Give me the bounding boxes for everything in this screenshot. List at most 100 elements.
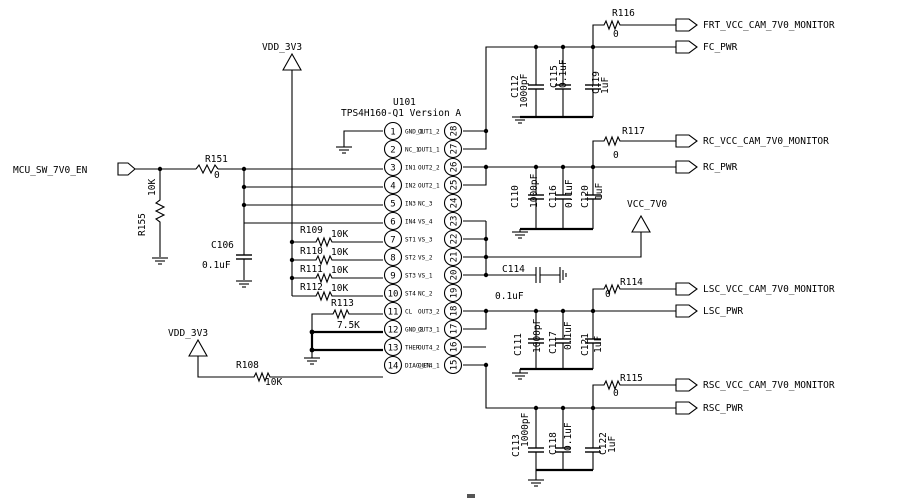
pin-name: OUT1_2 [418, 129, 440, 136]
svg-text:0.1uF: 0.1uF [563, 422, 574, 451]
rsc-monitor-port[interactable] [675, 378, 698, 392]
pin-1: 1 GND_1 [383, 121, 423, 141]
fc-pwr-port[interactable] [675, 40, 698, 54]
svg-text:0.1uF: 0.1uF [495, 291, 524, 302]
rc-pwr-port[interactable] [675, 160, 698, 174]
svg-text:3: 3 [390, 164, 395, 174]
svg-text:C120: C120 [580, 185, 591, 208]
capacitor-c114 [535, 267, 541, 283]
svg-text:C116: C116 [548, 185, 559, 208]
svg-text:C110: C110 [510, 185, 521, 208]
vdd-top-label: VDD_3V3 [262, 42, 302, 53]
mcu-en-label: MCU_SW_7V0_EN [13, 165, 88, 176]
lsc-pwr-port[interactable] [675, 304, 698, 318]
resistor-r109 [292, 236, 383, 248]
svg-text:0.1uF: 0.1uF [558, 59, 569, 88]
svg-text:19: 19 [450, 288, 460, 299]
pin-name: GND_2 [405, 327, 423, 334]
svg-text:28: 28 [450, 126, 460, 137]
svg-text:R110: R110 [300, 246, 323, 257]
pin-15: 15 OUT4_1 [418, 355, 463, 375]
svg-text:C111: C111 [513, 333, 524, 356]
vdd-bottom-symbol [188, 338, 208, 357]
svg-text:20: 20 [450, 270, 460, 281]
svg-text:26: 26 [450, 162, 460, 173]
svg-text:R117: R117 [622, 126, 645, 137]
svg-text:0: 0 [613, 29, 619, 40]
svg-text:17: 17 [450, 324, 460, 335]
pin-name: IN3 [405, 201, 416, 208]
lsc-monitor-label: LSC_VCC_CAM_7V0_MONITOR [703, 284, 835, 295]
svg-text:R115: R115 [620, 373, 643, 384]
pin-name: OUT3_1 [418, 327, 440, 334]
svg-text:1uF: 1uF [594, 183, 605, 200]
pin-name: GND_1 [405, 129, 423, 136]
ic-part: TPS4H160-Q1 Version A [341, 108, 461, 119]
svg-text:10K: 10K [331, 283, 348, 294]
pin-name: OUT4_1 [418, 363, 440, 370]
pin-17: 17 OUT3_1 [418, 319, 463, 339]
svg-text:0: 0 [613, 388, 619, 399]
ic-ref: U101 [393, 97, 416, 108]
svg-text:R111: R111 [300, 264, 323, 275]
pin-name: IN4 [405, 219, 416, 226]
svg-text:0.1uF: 0.1uF [563, 321, 574, 350]
svg-text:R116: R116 [612, 8, 635, 19]
pin-name: OUT4_2 [418, 345, 440, 352]
rsc-pwr-port[interactable] [675, 401, 698, 415]
ground-symbol [335, 146, 353, 154]
pin-name: OUT2_2 [418, 165, 440, 172]
lsc-monitor-port[interactable] [675, 282, 698, 296]
pin-28: 28 OUT1_2 [418, 121, 463, 141]
rc-monitor-label: RC_VCC_CAM_7V0_MONITOR [703, 136, 829, 147]
pin-name: NC_3 [418, 201, 433, 208]
resistor-r155 [154, 169, 166, 257]
svg-text:15: 15 [450, 360, 460, 371]
svg-text:0: 0 [613, 150, 619, 161]
svg-text:5: 5 [390, 200, 395, 210]
svg-text:C119: C119 [591, 71, 602, 94]
capacitor-c106 [235, 254, 253, 260]
r151-ref: R151 [205, 154, 228, 165]
svg-text:1: 1 [390, 128, 395, 138]
svg-text:C114: C114 [502, 264, 525, 275]
pin-name: ST4 [405, 291, 416, 298]
svg-text:8: 8 [390, 254, 395, 264]
pin-name: THER [405, 345, 420, 352]
lsc-pwr-label: LSC_PWR [703, 306, 743, 317]
svg-text:10K: 10K [331, 229, 348, 240]
pin-name: IN1 [405, 165, 416, 172]
pin-name: ST2 [405, 255, 416, 262]
r155-val: 10K [147, 179, 158, 196]
svg-text:1uF: 1uF [600, 77, 611, 94]
mcu-en-port[interactable] [117, 162, 136, 176]
frt-monitor-port[interactable] [675, 18, 698, 32]
svg-text:7: 7 [390, 236, 395, 246]
left-nets: MCU_SW_7V0_EN R151 0 R155 10K C106 0.1uF… [13, 42, 383, 388]
svg-text:C122: C122 [598, 432, 609, 455]
pin-name: NC_1 [405, 147, 420, 154]
resistor-r111 [292, 272, 383, 284]
rc-monitor-port[interactable] [675, 134, 698, 148]
svg-text:R109: R109 [300, 225, 323, 236]
fc-pwr-label: FC_PWR [703, 42, 738, 53]
svg-text:0.1uF: 0.1uF [564, 179, 575, 208]
r155-ref: R155 [137, 213, 148, 236]
